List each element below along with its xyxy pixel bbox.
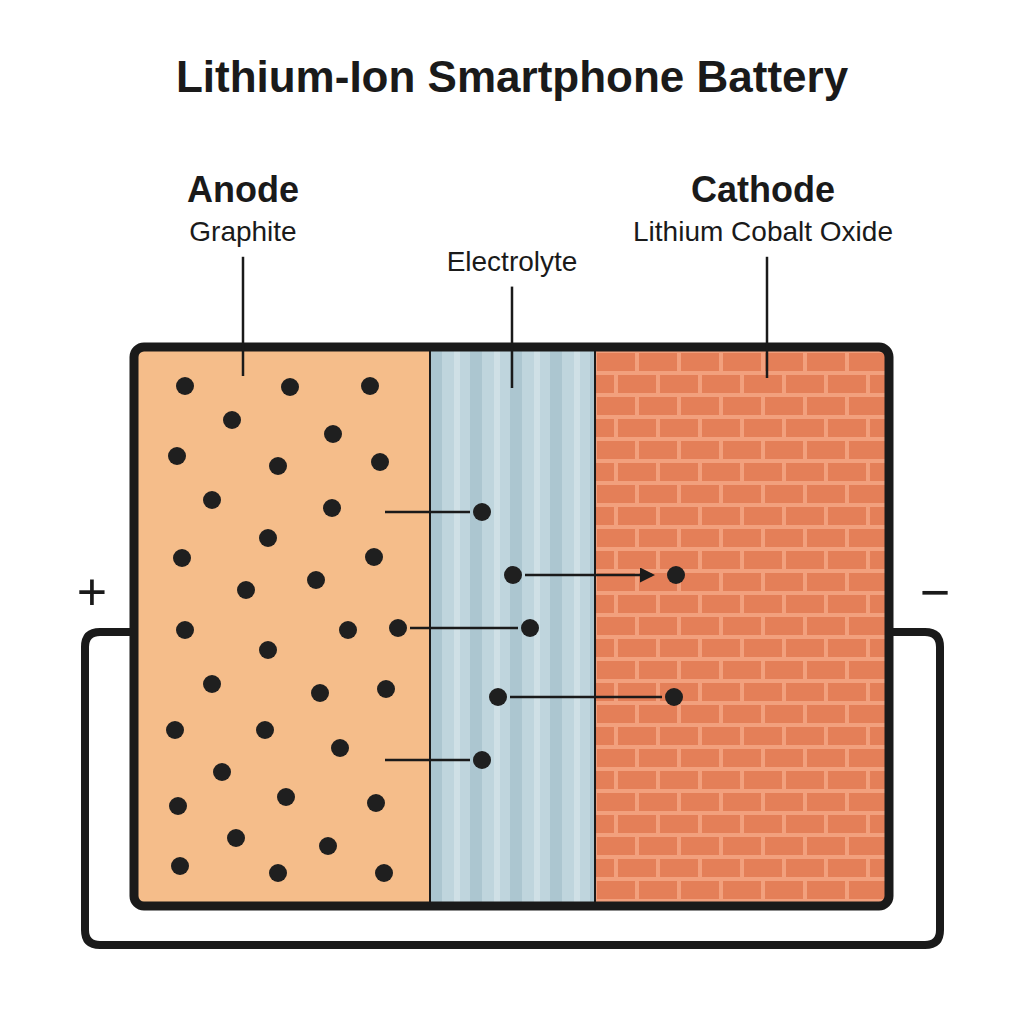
region-name: Anode bbox=[103, 168, 383, 211]
region-name: Electrolyte bbox=[382, 245, 642, 279]
diagram-title: Lithium-Ion Smartphone Battery bbox=[0, 52, 1024, 102]
negative-terminal-sign: − bbox=[905, 566, 965, 618]
region-label-block: Electrolyte bbox=[382, 245, 642, 279]
battery-casing bbox=[134, 347, 889, 906]
ion-paths bbox=[385, 512, 662, 760]
cathode-region: CathodeLithium Cobalt Oxide bbox=[597, 351, 885, 902]
material-name: Lithium Cobalt Oxide bbox=[627, 215, 899, 249]
region-divider bbox=[594, 347, 596, 906]
material-name: Graphite bbox=[103, 215, 383, 249]
cathode-fill bbox=[595, 347, 889, 906]
region-label-block: CathodeLithium Cobalt Oxide bbox=[627, 168, 899, 249]
region-name: Cathode bbox=[627, 168, 899, 211]
positive-terminal-sign: + bbox=[62, 566, 122, 618]
leader-line bbox=[242, 257, 245, 376]
anode-region: AnodeGraphite bbox=[138, 351, 430, 902]
anode-fill bbox=[134, 347, 432, 906]
electrolyte-fill bbox=[430, 347, 595, 906]
leader-line bbox=[766, 257, 769, 378]
leader-line bbox=[511, 287, 514, 388]
region-label-block: AnodeGraphite bbox=[103, 168, 383, 249]
region-divider bbox=[429, 347, 431, 906]
electrolyte-region: Electrolyte bbox=[432, 351, 595, 902]
lithium-ions bbox=[166, 377, 685, 882]
